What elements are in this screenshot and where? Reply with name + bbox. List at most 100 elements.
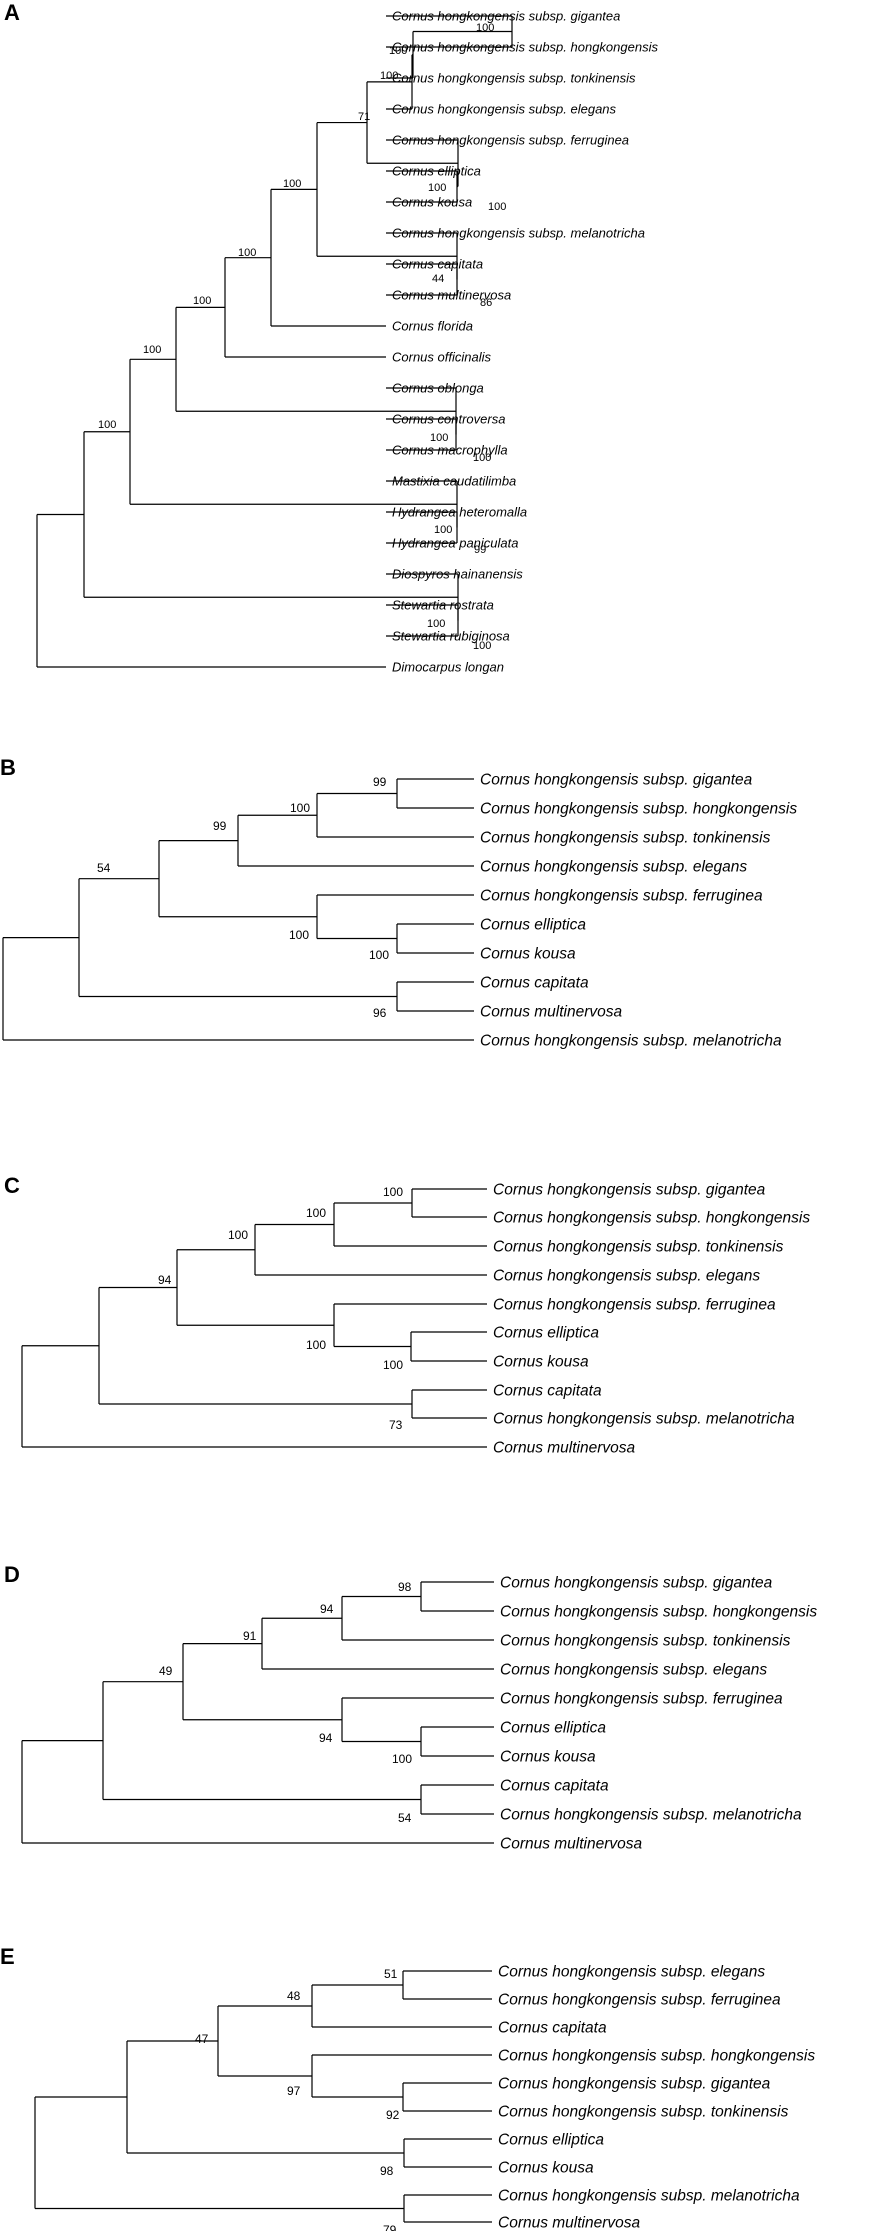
panel-label: C [4,1173,20,1198]
support-value: 91 [243,1629,257,1643]
support-value: 98 [398,1580,412,1594]
support-value: 100 [143,344,161,356]
support-value: 100 [389,45,407,57]
taxon-label: Cornus hongkongensis subsp. elegans [493,1267,760,1284]
support-value: 100 [369,948,389,962]
panel-label: E [0,1944,15,1969]
taxon-label: Cornus hongkongensis subsp. ferruginea [493,1296,776,1313]
taxon-label: Cornus multinervosa [480,1003,623,1020]
tree-panel-d: D Cornus hongkongensis subsp. giganteaCor… [4,1562,817,1852]
taxon-label: Cornus hongkongensis subsp. tonkinensis [493,1238,784,1255]
support-value: 100 [306,1206,326,1220]
support-value: 100 [290,801,310,815]
taxon-label: Cornus hongkongensis subsp. hongkongensi… [480,800,797,817]
taxon-label: Cornus elliptica [480,916,586,933]
taxon-label: Cornus kousa [480,945,576,962]
support-value: 100 [238,247,256,259]
support-value: 71 [358,111,370,123]
taxon-label: Cornus hongkongensis subsp. melanotricha [480,1032,782,1049]
support-value: 99 [373,775,387,789]
taxon-label: Cornus hongkongensis subsp. melanotricha [392,226,645,241]
taxon-label: Dimocarpus longan [392,660,504,675]
taxon-label: Cornus hongkongensis subsp. ferruginea [480,887,763,904]
support-value: 100 [98,419,116,431]
support-value: 100 [392,1752,412,1766]
support-value: 100 [428,182,446,194]
taxon-label: Hydrangea heteromalla [392,505,527,520]
taxon-label: Cornus hongkongensis subsp. tonkinensis [392,71,636,86]
support-value: 100 [427,618,445,630]
taxon-label: Cornus hongkongensis subsp. hongkongensi… [500,1603,817,1620]
taxon-label: Cornus hongkongensis subsp. elegans [392,102,617,117]
taxon-label: Cornus hongkongensis subsp. elegans [498,1963,765,1980]
taxon-label: Cornus hongkongensis subsp. melanotricha [500,1806,802,1823]
support-value: 100 [193,295,211,307]
support-value: 47 [195,2032,209,2046]
taxon-label: Cornus hongkongensis subsp. tonkinensis [498,2103,789,2120]
taxon-label: Cornus hongkongensis subsp. ferruginea [498,1991,781,2008]
support-value: 100 [488,201,506,213]
support-value: 100 [289,928,309,942]
support-value: 48 [287,1989,301,2003]
taxon-label: Cornus multinervosa [498,2214,641,2231]
taxon-label: Cornus kousa [500,1748,596,1765]
support-value: 94 [158,1273,172,1287]
taxon-label: Cornus hongkongensis subsp. hongkongensi… [493,1209,810,1226]
taxon-label: Cornus hongkongensis subsp. tonkinensis [480,829,771,846]
support-value: 54 [97,861,111,875]
taxon-label: Cornus hongkongensis subsp. ferruginea [500,1690,783,1707]
support-value: 92 [386,2108,400,2122]
tree-panel-c: C Cornus hongkongensis subsp. giganteaCor… [4,1173,810,1456]
taxon-label: Cornus kousa [493,1353,589,1370]
taxon-label: Cornus capitata [493,1382,602,1399]
support-value: 49 [159,1664,173,1678]
taxon-label: Cornus hongkongensis subsp. gigantea [480,771,753,788]
support-value: 94 [319,1731,333,1745]
support-value: 100 [476,22,494,34]
taxon-label: Cornus kousa [498,2159,594,2176]
support-value: 54 [398,1811,412,1825]
tree-panel-e: E Cornus hongkongensis subsp. elegansCorn… [0,1944,815,2231]
support-value: 94 [320,1602,334,1616]
taxon-label: Cornus hongkongensis subsp. gigantea [493,1181,766,1198]
support-value: 98 [380,2164,394,2178]
panel-label: D [4,1562,20,1587]
support-value: 100 [430,432,448,444]
taxon-label: Cornus hongkongensis subsp. melanotricha [493,1410,795,1427]
taxon-label: Cornus capitata [480,974,589,991]
taxon-label: Cornus elliptica [498,2131,604,2148]
support-value: 100 [383,1185,403,1199]
taxon-label: Cornus capitata [500,1777,609,1794]
taxon-label: Cornus hongkongensis subsp. melanotricha [498,2187,800,2204]
support-value: 44 [432,273,444,285]
taxon-label: Cornus multinervosa [493,1439,636,1456]
support-value: 97 [287,2084,301,2098]
taxon-label: Cornus capitata [498,2019,607,2036]
support-value: 100 [380,70,398,82]
taxon-label: Cornus multinervosa [500,1835,643,1852]
taxon-label: Cornus hongkongensis subsp. elegans [500,1661,767,1678]
support-value: 100 [228,1228,248,1242]
taxon-label: Cornus elliptica [493,1324,599,1341]
support-value: 100 [473,640,491,652]
taxon-label: Cornus hongkongensis subsp. hongkongensi… [392,40,658,55]
taxon-label: Cornus hongkongensis subsp. elegans [480,858,747,875]
taxon-label: Cornus hongkongensis subsp. gigantea [500,1574,773,1591]
support-value: 100 [434,524,452,536]
support-value: 79 [383,2223,397,2231]
taxon-label: Cornus florida [392,319,473,334]
support-value: 99 [474,544,486,556]
support-value: 100 [306,1338,326,1352]
support-value: 51 [384,1967,398,1981]
support-value: 96 [373,1006,387,1020]
support-value: 86 [480,297,492,309]
panel-label: A [4,0,20,25]
support-value: 100 [473,452,491,464]
taxon-label: Cornus hongkongensis subsp. hongkongensi… [498,2047,815,2064]
support-value: 100 [283,178,301,190]
taxon-label: Cornus hongkongensis subsp. ferruginea [392,133,629,148]
support-value: 73 [389,1418,403,1432]
